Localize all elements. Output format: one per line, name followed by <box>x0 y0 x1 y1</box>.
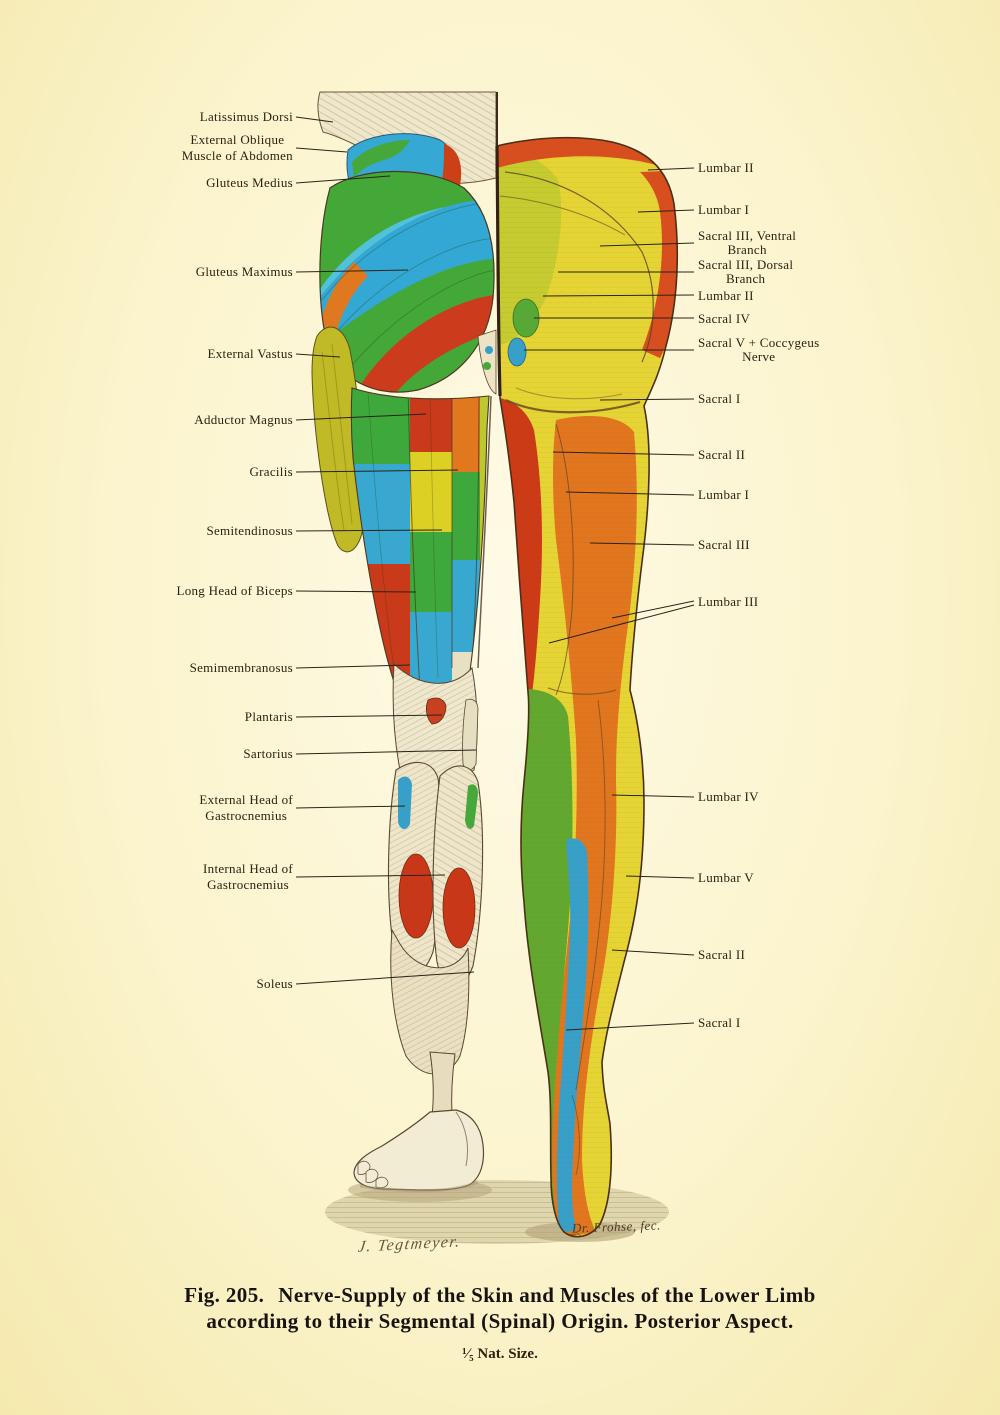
nerve-label-lumbar-5: Lumbar V <box>698 870 754 885</box>
dermatome-figure <box>495 92 679 1238</box>
muscle-label-external-oblique: External Oblique Muscle of Abdomen <box>181 132 293 163</box>
muscle-figure <box>311 91 497 1193</box>
muscle-label-gluteus-maximus: Gluteus Maximus <box>195 264 293 279</box>
muscle-label-sartorius: Sartorius <box>243 746 293 761</box>
caption-title-line1: Nerve-Supply of the Skin and Muscles of … <box>278 1283 816 1307</box>
muscle-label-semimembranosus: Semimembranosus <box>189 660 293 675</box>
nerve-label-lumbar-3: Lumbar III <box>698 594 759 609</box>
figure-number: Fig. 205. <box>184 1283 265 1307</box>
caption-title-line2: according to their Segmental (Spinal) Or… <box>206 1309 794 1333</box>
muscle-label-latissimus-dorsi: Latissimus Dorsi <box>199 109 293 124</box>
muscle-label-long-head-of-biceps: Long Head of Biceps <box>176 583 293 598</box>
muscle-label-gluteus-medius: Gluteus Medius <box>206 175 293 190</box>
nerve-label-lumbar-1-thigh: Lumbar I <box>698 487 750 502</box>
scale-note: ¹⁄₅ Nat. Size. <box>462 1346 538 1362</box>
nerve-label-lumbar-1-top: Lumbar I <box>698 202 750 217</box>
nerve-label-sacral-2-thigh: Sacral II <box>698 447 746 462</box>
muscle-label-gracilis: Gracilis <box>249 464 293 479</box>
nerve-label-sacral-3-ventral: Sacral III, Ventral Branch <box>698 228 797 257</box>
muscle-label-adductor-magnus: Adductor Magnus <box>194 412 293 427</box>
nerve-label-sacral-5-coccygeus: Sacral V + Coccygeus Nerve <box>698 335 820 364</box>
muscle-label-semitendinosus: Semitendinosus <box>206 523 293 538</box>
nerve-label-sacral-3-dorsal: Sacral III, Dorsal Branch <box>698 257 794 286</box>
nerve-label-lumbar-4: Lumbar IV <box>698 789 759 804</box>
muscle-label-soleus: Soleus <box>256 976 293 991</box>
nerve-label-sacral-3-thigh: Sacral III <box>698 537 750 552</box>
artist-signature: Dr. Frohse, fec. <box>571 1217 661 1236</box>
nerve-label-lumbar-2-top: Lumbar II <box>698 160 754 175</box>
nerve-label-sacral-4: Sacral IV <box>698 311 751 326</box>
muscle-label-internal-head-gastrocnemius: Internal Head of Gastrocnemius <box>203 861 293 892</box>
muscle-label-external-vastus: External Vastus <box>207 346 293 361</box>
figure-caption: Fig. 205. Nerve-Supply of the Skin and Mu… <box>0 1282 1000 1334</box>
leader-lines-right <box>524 167 695 1031</box>
nerve-label-sacral-2-calf: Sacral II <box>698 947 746 962</box>
leader-lines-left <box>295 116 477 985</box>
muscle-label-plantaris: Plantaris <box>244 709 293 724</box>
muscle-label-external-head-gastrocnemius: External Head of Gastrocnemius <box>199 792 293 823</box>
nerve-label-sacral-1-calf: Sacral I <box>698 1015 741 1030</box>
nerve-label-lumbar-2-mid: Lumbar II <box>698 288 754 303</box>
nerve-label-sacral-1-buttock: Sacral I <box>698 391 741 406</box>
